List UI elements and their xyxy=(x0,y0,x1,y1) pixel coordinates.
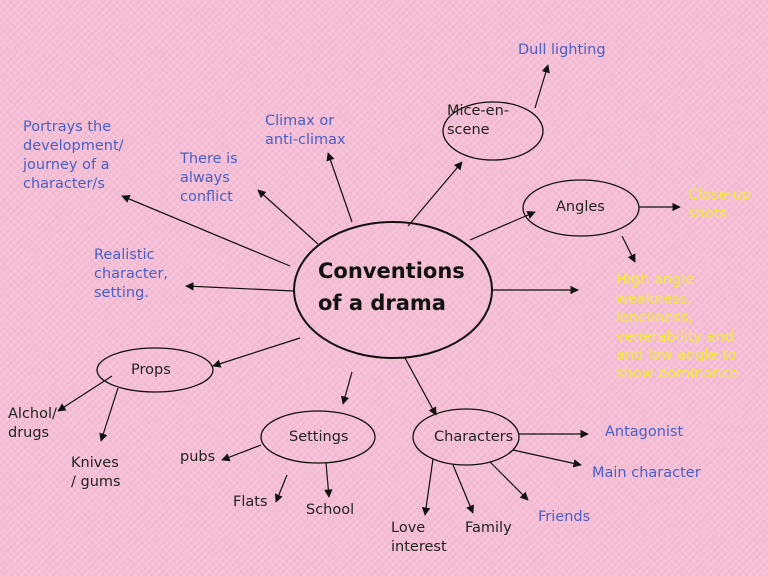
mise-en-scene-node-outline xyxy=(442,101,544,161)
conflict-label: There is always conflict xyxy=(180,151,238,205)
climax-label: Climax or anti-climax xyxy=(265,113,346,148)
main-character-label: Main character xyxy=(592,465,701,481)
alcohol-label: Alchol/ drugs xyxy=(8,406,57,441)
development-label: Portrays the development/ journey of a c… xyxy=(23,119,124,192)
central-topic: Conventions of a drama xyxy=(318,259,465,315)
arrow-knives xyxy=(99,387,119,442)
settings-node-outline xyxy=(260,410,376,464)
arrow-settings xyxy=(341,371,353,405)
school-label: School xyxy=(306,502,355,518)
angles-node: Angles xyxy=(556,199,605,215)
pubs-label: pubs xyxy=(180,449,216,465)
flats-label: Flats xyxy=(233,494,268,510)
arrow-alcohol xyxy=(57,375,113,412)
props-node: Props xyxy=(131,362,171,378)
arrow-main-character xyxy=(512,449,582,468)
close-up-label: Close-up shots xyxy=(688,187,752,222)
angles-node-outline xyxy=(522,179,640,237)
friends-label: Friends xyxy=(538,509,591,525)
arrow-mise-en-scene xyxy=(407,161,463,227)
arrow-family xyxy=(452,464,474,514)
arrow-characters xyxy=(404,357,437,416)
family-label: Family xyxy=(465,520,512,536)
arrow-school xyxy=(324,462,333,498)
dull-lighting-label: Dull lighting xyxy=(518,42,606,58)
knives-label: Knives / gums xyxy=(71,455,121,490)
mise-en-scene-node: Mice-en- scene xyxy=(447,103,510,138)
realistic-label: Realistic character, setting. xyxy=(94,247,169,301)
settings-node: Settings xyxy=(289,429,349,445)
props-node-outline xyxy=(96,347,214,393)
arrow-props xyxy=(212,337,301,368)
arrow-love-interest xyxy=(421,458,434,516)
arrow-dull-lighting xyxy=(534,64,550,109)
arrow-realistic xyxy=(185,282,295,292)
love-interest-label: Love interest xyxy=(391,520,447,555)
high-angle-label: High angle weakness, loneliness, venerab… xyxy=(616,272,739,383)
arrow-high-angle-from-angles xyxy=(621,235,636,263)
arrow-friends xyxy=(489,461,529,501)
antagonist-label: Antagonist xyxy=(605,424,684,440)
arrow-development xyxy=(121,195,291,267)
characters-node: Characters xyxy=(434,429,514,445)
arrow-conflict xyxy=(257,189,319,245)
arrow-angles xyxy=(469,211,536,241)
arrow-flats xyxy=(274,474,288,503)
arrow-climax xyxy=(326,152,353,223)
characters-node-outline xyxy=(412,408,520,466)
arrow-pubs xyxy=(221,444,262,462)
